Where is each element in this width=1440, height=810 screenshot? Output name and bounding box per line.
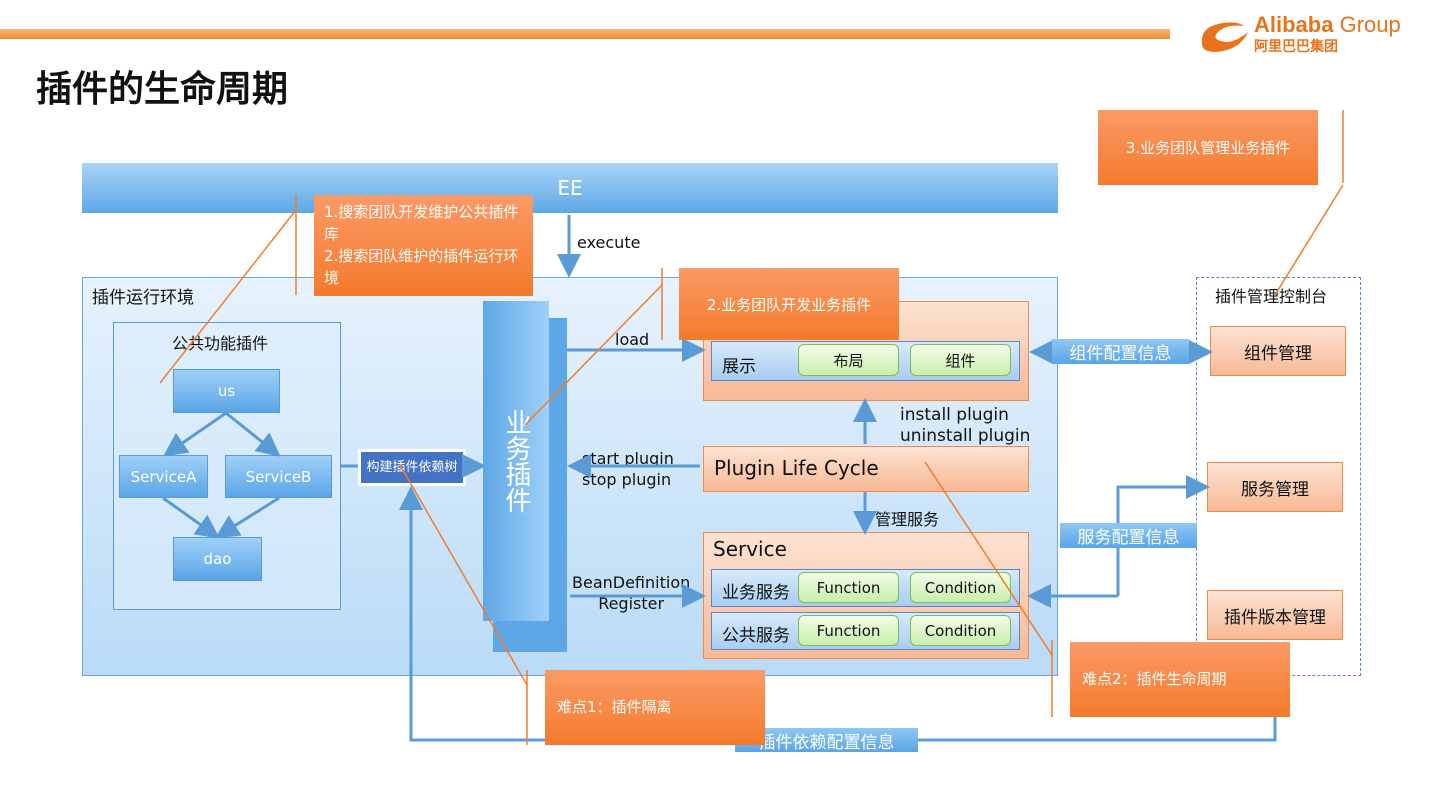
top-bar	[0, 29, 1170, 39]
component-config-info: 组件配置信息	[1052, 339, 1189, 364]
service-label: Service	[713, 537, 787, 561]
service-config-info: 服务配置信息	[1060, 523, 1197, 548]
start-plugin-label: start plugin	[582, 449, 674, 468]
bean-label-1: BeanDefinition	[572, 573, 691, 592]
biz-plugin: 业务插件	[483, 301, 549, 621]
stop-plugin-label: stop plugin	[582, 470, 672, 489]
function-item[interactable]: Function	[798, 615, 899, 646]
logo-en: Alibaba	[1254, 12, 1334, 37]
plugin-life-cycle: Plugin Life Cycle	[703, 446, 1029, 492]
manage-service-label: 管理服务	[875, 510, 940, 529]
function-item[interactable]: Function	[798, 572, 899, 603]
logo-cn: 阿里巴巴集团	[1254, 39, 1338, 55]
note-2: 2.业务团队开发业务插件	[679, 268, 899, 340]
component-item[interactable]: 组件	[910, 344, 1011, 376]
bean-label-2: Register	[598, 594, 665, 613]
layout-component[interactable]: 布局	[798, 344, 899, 376]
logo-group: Group	[1339, 12, 1401, 37]
note-1: 1.搜索团队开发维护公共插件库 2.搜索团队维护的插件运行环境	[314, 195, 533, 296]
difficulty-2: 难点2：插件生命周期	[1070, 642, 1290, 717]
us-node: us	[173, 369, 280, 413]
alibaba-smile-icon	[1201, 22, 1248, 52]
condition-item[interactable]: Condition	[910, 572, 1011, 603]
public-plugins-label: 公共功能插件	[172, 334, 269, 353]
start-stop-label: start plugin stop plugin	[582, 448, 674, 490]
condition-item[interactable]: Condition	[910, 615, 1011, 646]
dependency-config-info: 插件依赖配置信息	[735, 728, 918, 753]
difficulty-1: 难点1：插件隔离	[545, 670, 765, 745]
page-title: 插件的生命周期	[36, 69, 289, 110]
service-management[interactable]: 服务管理	[1207, 462, 1343, 512]
install-plugin-label: install plugin	[900, 405, 1009, 425]
load-label: load	[615, 330, 650, 349]
dao-node: dao	[173, 537, 262, 581]
env-label: 插件运行环境	[92, 288, 194, 308]
plugin-version-management[interactable]: 插件版本管理	[1207, 590, 1343, 640]
alibaba-logo: Alibaba Group 阿里巴巴集团	[1196, 12, 1426, 56]
service-row-label: 公共服务	[722, 626, 790, 646]
execute-label: execute	[577, 233, 641, 252]
display-label: 展示	[722, 357, 756, 377]
uninstall-plugin-label: uninstall plugin	[900, 426, 1031, 446]
console-label: 插件管理控制台	[1215, 287, 1328, 306]
service-row-label: 业务服务	[722, 583, 790, 603]
component-management[interactable]: 组件管理	[1210, 326, 1346, 376]
note-3: 3.业务团队管理业务插件	[1098, 110, 1318, 185]
ee-bar: EE	[82, 163, 1058, 213]
